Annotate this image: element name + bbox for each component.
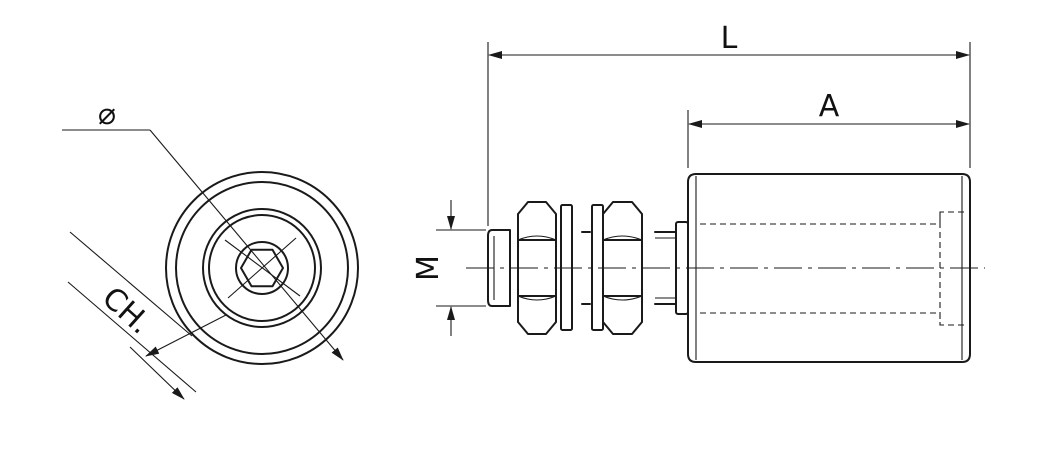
thread-label: M [411,255,446,281]
stud-to-body [654,231,677,305]
across-flats-dimension-line [145,314,227,357]
diameter-leader [149,129,344,361]
body-length-label: A [819,89,840,124]
hidden-bore [700,223,940,314]
across-flats-label: CH. [95,280,157,341]
nut-outer-circle [202,208,322,328]
length-label: L [721,21,738,56]
hidden-bore-end [939,211,966,326]
thread-circle [235,241,289,295]
hex-nut-left-chamfer [517,235,557,301]
across-flats-extension-line [69,231,193,337]
side-view: M L A [411,21,985,363]
diameter-label: ⌀ [98,97,116,132]
across-flats-dimension-line [129,346,185,400]
hex-socket-diagonal [227,237,297,299]
hex-nut-right-chamfer [602,235,643,301]
across-flats-extension-line [67,281,197,393]
hex-nut-left [517,201,557,335]
threaded-stud [487,229,511,307]
stud-between-nuts [581,231,591,305]
nut-inner-circle [208,214,316,322]
outer-diameter-circle [165,171,359,365]
hex-nut-right [602,201,643,335]
outer-diameter-inner-circle [175,181,349,355]
main-body [687,173,971,363]
end-view: ⌀ CH. [62,97,359,400]
hex-socket-icon [240,248,284,288]
